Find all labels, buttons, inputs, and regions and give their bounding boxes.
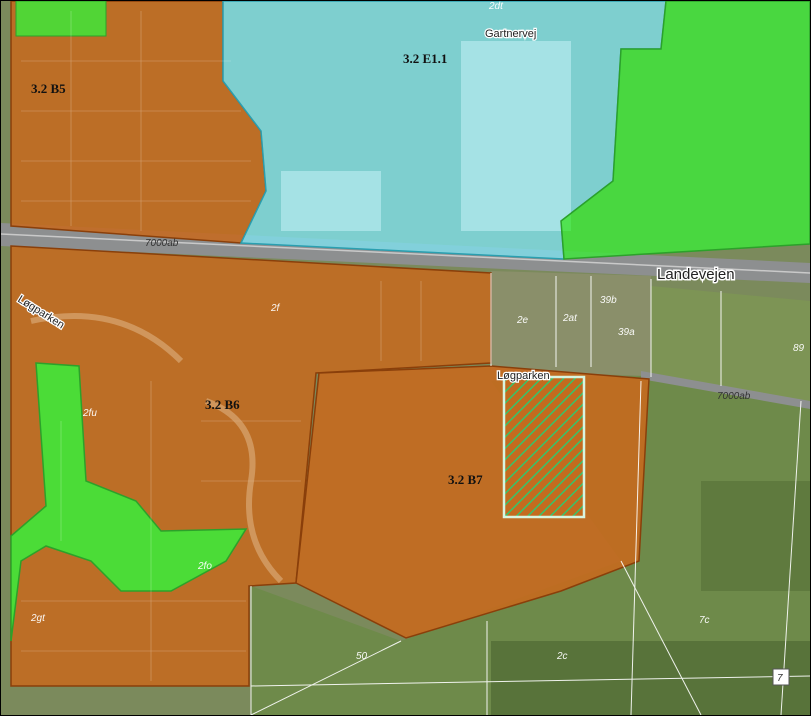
b6-internal-road xyxy=(30,313,184,364)
road-label-gartnervej: Gartnervej xyxy=(485,28,536,40)
parcel-label: 89 xyxy=(793,343,805,354)
parcel-label: 7000ab xyxy=(145,238,179,249)
parcel-label: 2e xyxy=(516,315,529,326)
hatched-area-b7[interactable] xyxy=(502,375,586,519)
zone-label-e1-1: 3.2 E1.1 xyxy=(403,51,447,66)
parcel-label: 50 xyxy=(356,651,368,662)
zone-label-b7: 3.2 B7 xyxy=(448,472,483,487)
tree-patch-south xyxy=(491,641,810,715)
green-zone-top-left[interactable] xyxy=(15,1,107,37)
b6-internal-road xyxy=(204,398,284,584)
road-label-landevejen: Landevejen xyxy=(657,266,735,283)
parcel-label: 2gt xyxy=(30,613,46,624)
field-area xyxy=(251,376,810,715)
zone-label-b6: 3.2 B6 xyxy=(205,397,240,412)
road-label-logparken-center: Løgparken xyxy=(497,370,550,382)
house-grid xyxy=(21,11,422,681)
industrial-building xyxy=(281,171,381,231)
industrial-building xyxy=(461,41,571,231)
parcel-label: 7000ab xyxy=(717,391,751,402)
parcel-label: 2fu xyxy=(82,408,97,419)
parcel-label: 39a xyxy=(618,327,635,338)
parcel-label: 39b xyxy=(600,295,617,306)
road-east xyxy=(641,371,810,409)
parcel-label: 2c xyxy=(556,651,568,662)
map-marker-icon[interactable]: 7 xyxy=(772,668,790,686)
road-centerline xyxy=(1,233,810,274)
svg-text:7: 7 xyxy=(777,673,783,684)
parcel-label: 2fo xyxy=(197,561,212,572)
houses-area xyxy=(491,271,651,376)
parcel-label: 2f xyxy=(270,303,281,314)
green-park-b6[interactable] xyxy=(10,362,248,642)
parcel-label: 7c xyxy=(699,615,710,626)
parcel-label: 2at xyxy=(562,313,578,324)
parcel-lines xyxy=(250,273,810,715)
green-zone-top-right[interactable] xyxy=(560,1,810,260)
field-area-ne xyxy=(651,286,810,401)
zone-label-b5: 3.2 B5 xyxy=(31,81,66,96)
tree-patch xyxy=(701,481,810,591)
parcel-label: 2dt xyxy=(488,1,504,12)
